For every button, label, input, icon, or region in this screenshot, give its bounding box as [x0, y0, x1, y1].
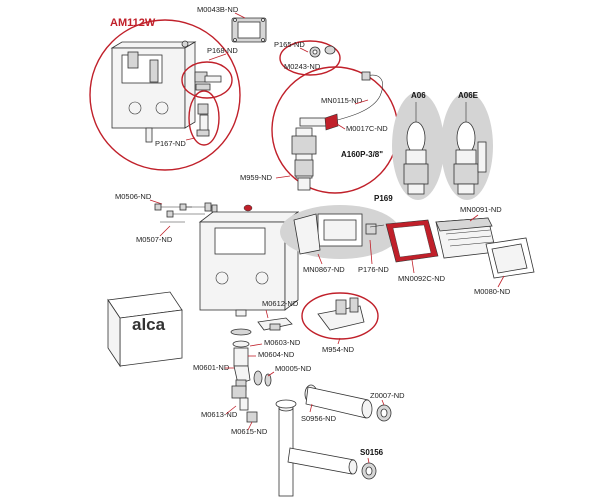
label-m0615: M0615-ND	[231, 427, 268, 436]
bolts-group: M0506-ND M0507-ND	[115, 192, 218, 244]
m0612-part: M0612-ND	[257, 299, 299, 331]
label-a06: A06	[411, 91, 426, 100]
label-mn0092c: MN0092C-ND	[398, 274, 446, 283]
m0613-part: M0613-ND M0615-ND	[201, 385, 268, 436]
label-m0612: M0612-ND	[262, 299, 299, 308]
label-m959: M959-ND	[240, 173, 273, 182]
label-a06e: A06E	[458, 91, 479, 100]
p168-part	[194, 71, 222, 91]
label-m0017c: M0017C-ND	[346, 124, 388, 133]
label-m0080: M0080-ND	[474, 287, 511, 296]
label-s0956: S0956-ND	[301, 414, 337, 423]
label-m0603: M0603-ND	[264, 338, 301, 347]
p165-group: P165-ND M0243-ND	[274, 40, 341, 76]
label-m0613: M0613-ND	[201, 410, 238, 419]
label-m0043b: M0043B-ND	[197, 5, 239, 14]
alca-logo: alca	[132, 315, 166, 334]
p168-circle	[181, 61, 233, 99]
label-p165: P165-ND	[274, 40, 305, 49]
label-m0601: M0601-ND	[193, 363, 230, 372]
am112w-circle	[89, 19, 241, 171]
label-p167: P167-ND	[155, 139, 186, 148]
label-m0604: M0604-ND	[258, 350, 295, 359]
z0007-part: Z0007-ND	[370, 391, 405, 422]
p167-part	[196, 103, 210, 137]
fill-valve-group: MN0115-ND M0017C-ND A160P-3/8" M959-ND	[240, 66, 399, 194]
mn0092c-part: MN0092C-ND	[385, 219, 446, 283]
am112w-cistern	[110, 40, 197, 143]
am112w-group: AM112W P168-ND P167-	[89, 17, 241, 171]
label-s0156: S0156	[360, 448, 384, 457]
am112w-title: AM112W	[110, 17, 156, 29]
m0043b-part: M0043B-ND	[197, 5, 267, 43]
flush-elbow-group: M0603-ND M0604-ND M0601-ND M0005-ND	[193, 328, 312, 391]
label-m0507: M0507-ND	[136, 235, 173, 244]
label-a160p: A160P-3/8"	[341, 150, 383, 159]
m954-group: M954-ND	[301, 292, 379, 354]
p167-circle	[188, 90, 220, 146]
pipes-group: S0956-ND	[275, 384, 373, 497]
label-m0506: M0506-ND	[115, 192, 152, 201]
label-p176: P176-ND	[358, 265, 389, 274]
s0156-part: S0156	[360, 448, 384, 480]
label-mn0115: MN0115-ND	[321, 96, 363, 105]
m0080-part: M0080-ND	[474, 237, 535, 296]
label-m954: M954-ND	[322, 345, 355, 354]
label-m0005: M0005-ND	[275, 364, 312, 373]
p165-circle	[279, 40, 341, 76]
a06e-group: A06E	[441, 91, 493, 200]
p169-group: P169 MN0867-ND P176-ND	[280, 194, 400, 274]
label-p169: P169	[374, 194, 393, 203]
alca-box: alca	[107, 291, 183, 368]
label-mn0091: MN0091-ND	[460, 205, 502, 214]
label-z0007: Z0007-ND	[370, 391, 405, 400]
a06-group: A06	[392, 91, 444, 200]
label-mn0867: MN0867-ND	[303, 265, 345, 274]
label-m0243: M0243-ND	[284, 62, 321, 71]
label-p168: P168-ND	[207, 46, 238, 55]
